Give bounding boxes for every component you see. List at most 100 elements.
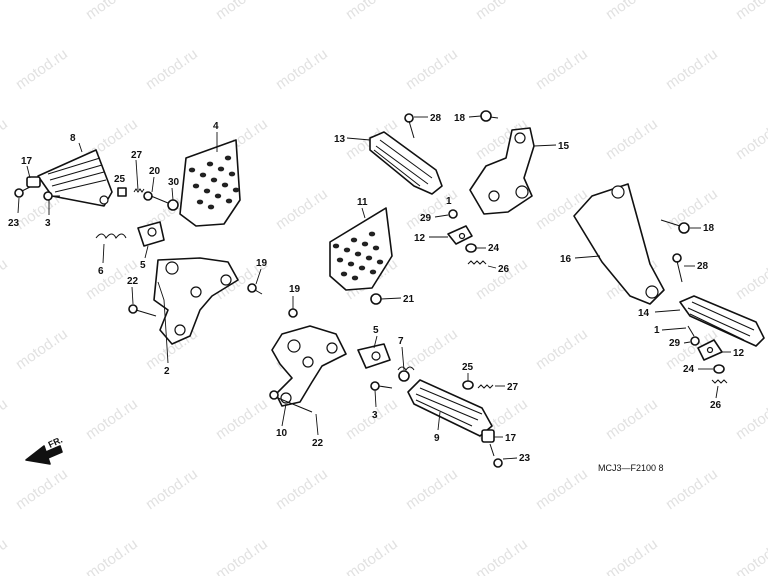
part-spring-26-center — [467, 260, 487, 265]
watermark-text: motod.ru — [733, 255, 768, 303]
part-bolt-22-left — [128, 304, 157, 317]
watermark-text: motod.ru — [733, 115, 768, 163]
part-nut-24-right — [713, 364, 725, 374]
part-footpeg-left — [37, 149, 113, 207]
watermark-text: motod.ru — [83, 395, 141, 443]
heel-guard-left-holes — [188, 155, 240, 210]
part-bolt-28-center — [404, 113, 415, 139]
part-spring-7 — [397, 366, 415, 371]
callout-1-right: 1 — [654, 325, 660, 336]
heel-guard-hole — [206, 161, 214, 167]
part-footpeg-lower — [407, 379, 493, 437]
part-bolt-18-right — [660, 219, 690, 234]
part-bracket-15 — [469, 127, 535, 215]
heel-guard-hole — [365, 255, 373, 261]
diagram-code: MCJ3—F2100 8 — [598, 463, 664, 473]
direction-label: FR. — [47, 435, 64, 450]
watermark-text: motod.ru — [13, 325, 71, 373]
watermark-text: motod.ru — [0, 395, 11, 443]
watermark-text: motod.ru — [213, 0, 271, 23]
callout-23-left: 23 — [8, 218, 20, 229]
callout-labels: 8 17 23 3 4 27 25 20 30 6 5 22 2 19 13 2… — [8, 113, 745, 464]
watermark-text: motod.ru — [143, 45, 201, 93]
watermark-text: motod.ru — [273, 45, 331, 93]
watermark-text: motod.ru — [473, 535, 531, 576]
watermark-text: motod.ru — [13, 45, 71, 93]
heel-guard-hole — [351, 275, 359, 281]
part-bolt-23-center — [489, 443, 503, 468]
watermark-text: motod.ru — [603, 115, 661, 163]
heel-guard-hole — [336, 257, 344, 263]
part-footpeg-center — [369, 131, 443, 195]
heel-guard-hole — [224, 155, 232, 161]
callout-22-left: 22 — [127, 276, 139, 287]
callout-24-center: 24 — [488, 243, 500, 254]
part-spring-6 — [95, 233, 127, 239]
callout-18-right: 18 — [703, 223, 715, 234]
callout-28-right: 28 — [697, 261, 709, 272]
part-spring-26-right — [711, 379, 728, 384]
heel-guard-hole — [217, 166, 225, 172]
heel-guard-center-holes — [332, 231, 384, 281]
part-nut-24-center — [465, 243, 477, 253]
watermark-text: motod.ru — [343, 535, 401, 576]
callout-16: 16 — [560, 254, 572, 265]
watermark-text: motod.ru — [0, 535, 11, 576]
part-bracket-left — [153, 257, 239, 345]
heel-guard-hole — [188, 167, 196, 173]
part-bolt-21 — [370, 293, 382, 305]
part-bolt-22-center — [269, 390, 313, 413]
watermark-text: motod.ru — [0, 0, 11, 23]
watermark-text: motod.ru — [533, 45, 591, 93]
callout-1-center: 1 — [446, 196, 452, 207]
watermark-text: motod.ru — [83, 535, 141, 576]
callout-15: 15 — [558, 141, 570, 152]
part-pin-3-center — [370, 381, 393, 391]
part-bolt-19-center — [288, 308, 298, 318]
watermark-text: motod.ru — [0, 255, 11, 303]
part-heel-guard-center — [329, 207, 393, 291]
part-bolt-19-left — [247, 283, 263, 295]
part-heel-guard-left — [179, 139, 241, 227]
callout-27-left: 27 — [131, 150, 143, 161]
heel-guard-hole — [232, 187, 240, 193]
callout-9: 9 — [434, 433, 440, 444]
part-pin-1-right — [687, 325, 695, 337]
callout-17-center: 17 — [505, 433, 517, 444]
callout-29-center: 29 — [420, 213, 432, 224]
callout-25-center: 25 — [462, 362, 474, 373]
callout-11: 11 — [357, 197, 368, 208]
callout-14: 14 — [638, 308, 650, 319]
part-pivot-5-center — [357, 343, 391, 369]
heel-guard-hole — [207, 204, 215, 210]
callout-19-left: 19 — [256, 258, 268, 269]
watermark-text: motod.ru — [273, 185, 331, 233]
heel-guard-hole — [225, 198, 233, 204]
callout-28-center: 28 — [430, 113, 442, 124]
heel-guard-hole — [214, 193, 222, 199]
watermark-text: motod.ru — [403, 465, 461, 513]
heel-guard-hole — [221, 182, 229, 188]
watermark-text: motod.ru — [273, 465, 331, 513]
watermark-text: motod.ru — [143, 465, 201, 513]
watermark-text: motod.ru — [0, 115, 11, 163]
part-bolt-23-left — [14, 186, 31, 198]
part-ball-29-center — [448, 209, 458, 219]
watermark-text: motod.ru — [603, 0, 661, 23]
watermark-text: motod.ru — [343, 0, 401, 23]
callout-29-right: 29 — [669, 338, 681, 349]
heel-guard-hole — [347, 261, 355, 267]
watermark-text: motod.ru — [663, 45, 721, 93]
watermark-text: motod.ru — [83, 0, 141, 23]
watermark-text: motod.ru — [213, 535, 271, 576]
heel-guard-hole — [361, 241, 369, 247]
callout-6: 6 — [98, 266, 104, 277]
watermark-text: motod.ru — [473, 0, 531, 23]
watermark-text: motod.ru — [533, 465, 591, 513]
watermark-text: motod.ru — [663, 465, 721, 513]
part-spring-27-center — [477, 384, 494, 389]
part-bracket-center — [271, 325, 347, 407]
callout-3-center: 3 — [372, 410, 378, 421]
callout-20: 20 — [149, 166, 161, 177]
